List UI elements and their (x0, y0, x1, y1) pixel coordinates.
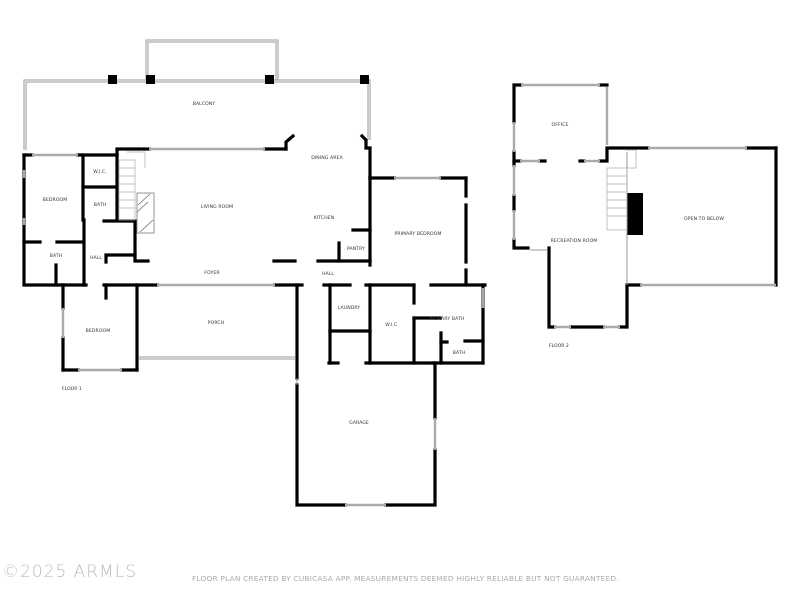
fireplace (136, 192, 155, 234)
room-label-balcony: BALCONY (193, 101, 216, 107)
staircase (118, 151, 146, 221)
watermark: ©2025 ARMLS (2, 562, 138, 582)
room-label-primary-bedroom: PRIMARY BEDROOM (394, 231, 441, 237)
room-label-bath: BATH (453, 350, 466, 356)
room-label-open-to-below: OPEN TO BELOW (684, 216, 724, 222)
room-label-office: OFFICE (552, 122, 569, 128)
room-label-bedroom: BEDROOM (43, 197, 68, 203)
room-labels-floor-1: BALCONY DINING AREA W.I.C. BEDROOM BATH … (43, 101, 466, 426)
column (108, 75, 117, 84)
room-label-kitchen: KITCHEN (314, 215, 335, 221)
room-label-bath: BATH (50, 253, 63, 259)
fireplace-chimney (627, 193, 643, 235)
floor-1-label: FLOOR 1 (62, 386, 82, 392)
column (360, 75, 369, 84)
room-label-porch: PORCH (208, 320, 225, 326)
room-labels-floor-2: OFFICE RECREATION ROOM OPEN TO BELOW FLO… (549, 122, 724, 349)
staircase (606, 149, 637, 231)
walls-floor-1 (22, 133, 487, 507)
column (265, 75, 274, 84)
floor-1-plan: BALCONY DINING AREA W.I.C. BEDROOM BATH … (22, 39, 487, 507)
room-label-garage: GARAGE (349, 420, 369, 426)
room-label-hall: HALL (322, 271, 334, 277)
floor-2-label: FLOOR 2 (549, 343, 569, 349)
walls-floor-2 (512, 83, 778, 329)
footer-disclaimer: FLOOR PLAN CREATED BY CUBICASA APP. MEAS… (192, 574, 619, 583)
room-label-primary-bath: PRIMARY BATH (430, 316, 465, 322)
floor-2-plan: OFFICE RECREATION ROOM OPEN TO BELOW FLO… (512, 83, 778, 349)
room-label-laundry: LAUNDRY (338, 305, 361, 311)
windows-floor-1 (22, 147, 485, 507)
room-label-dining-area: DINING AREA (311, 155, 343, 161)
room-label-hall: HALL (90, 255, 102, 261)
room-label-living-room: LIVING ROOM (201, 204, 233, 210)
room-label-bath: BATH (94, 202, 107, 208)
room-label-wic: W.I.C. (93, 169, 107, 175)
room-label-foyer: FOYER (204, 270, 220, 276)
column (146, 75, 155, 84)
balcony-outline (23, 39, 371, 150)
windows-floor-2 (512, 83, 776, 329)
room-label-wic: W.I.C. (385, 322, 399, 328)
room-label-recreation-room: RECREATION ROOM (551, 238, 598, 244)
room-label-bedroom: BEDROOM (86, 328, 111, 334)
room-label-pantry: PANTRY (347, 246, 365, 252)
